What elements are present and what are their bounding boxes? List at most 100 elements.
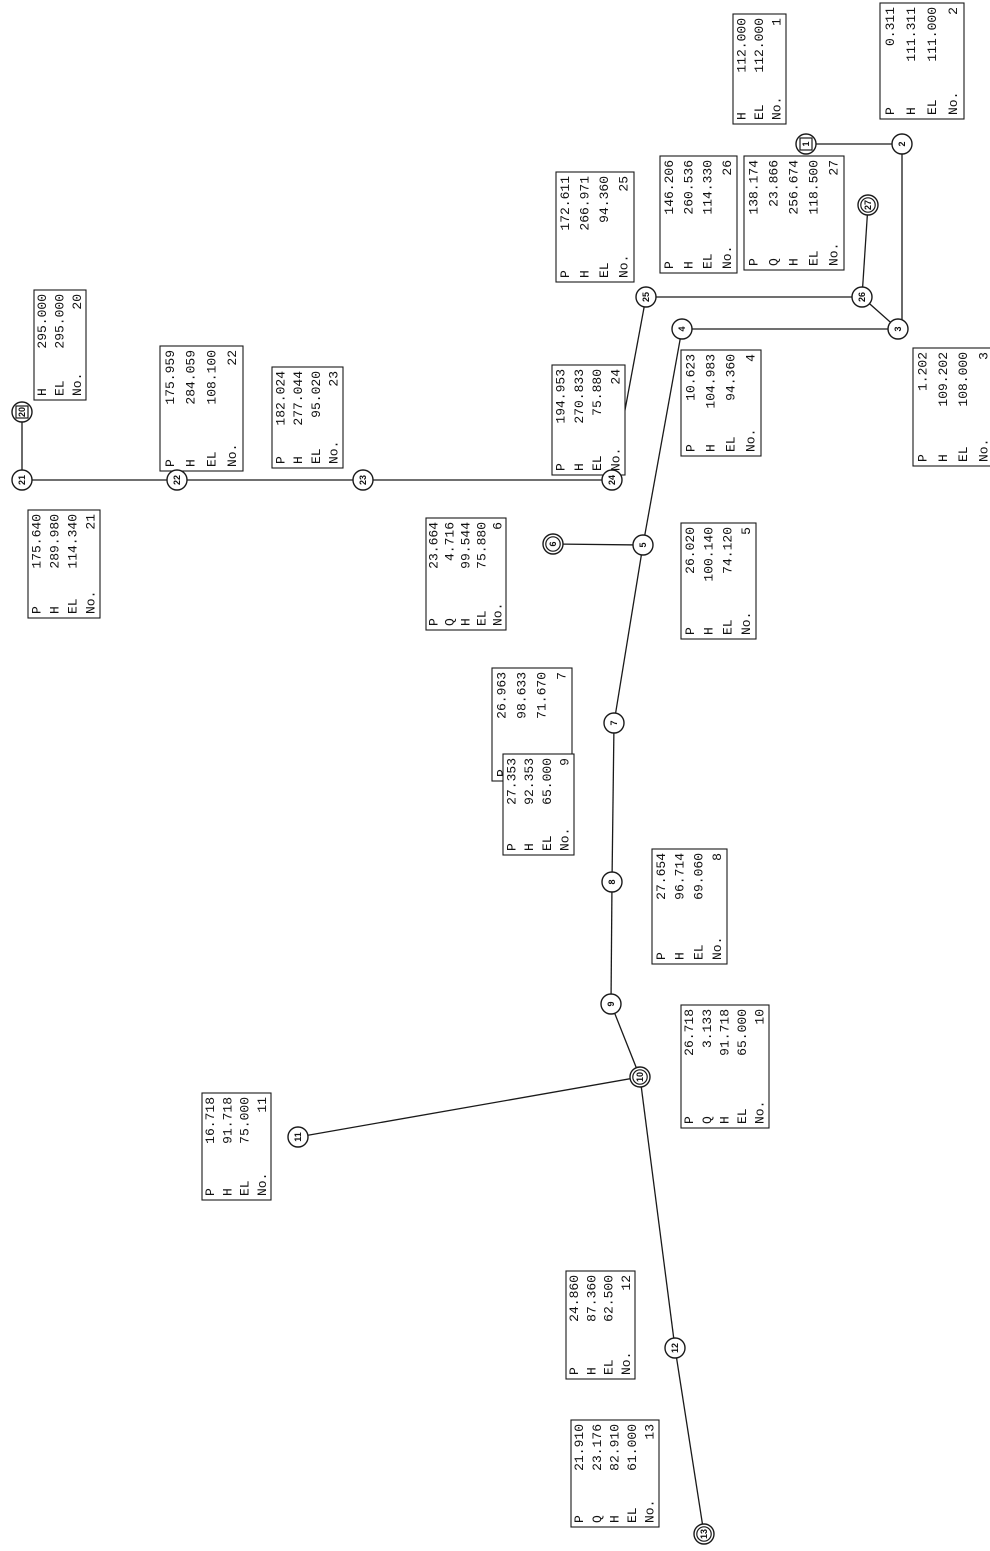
node-11: 11 — [287, 1126, 309, 1148]
info-box-frame — [651, 848, 728, 965]
info-value: 118.500 — [806, 160, 821, 215]
info-value: 26.718 — [682, 1009, 697, 1056]
node-3: 3 — [887, 318, 909, 340]
info-value: 109.202 — [936, 352, 951, 407]
info-value: 146.206 — [662, 160, 677, 215]
node-circle — [632, 534, 654, 556]
info-key: H — [673, 952, 688, 960]
node-number: 26 — [857, 292, 867, 302]
info-value: 1 — [770, 18, 785, 26]
info-key: H — [572, 463, 587, 471]
info-box-frame — [680, 349, 762, 457]
info-value: 295.000 — [35, 294, 50, 349]
node-10: 10 — [629, 1066, 651, 1088]
info-value: 75.880 — [590, 369, 605, 416]
info-value: 21 — [83, 514, 98, 530]
node-number: 24 — [607, 475, 617, 485]
info-value: 27.353 — [504, 758, 519, 805]
node-22: 22 — [166, 469, 188, 491]
info-value: 23.866 — [766, 160, 781, 207]
info-value: 61.000 — [625, 1424, 640, 1471]
info-box-frame — [425, 517, 507, 631]
node-4: 4 — [671, 318, 693, 340]
reservoir-square — [799, 137, 813, 151]
info-value: 3.133 — [700, 1009, 715, 1048]
info-key: No. — [946, 92, 961, 115]
info-key: No. — [558, 828, 573, 851]
node-circle — [166, 469, 188, 491]
info-key: No. — [753, 1101, 768, 1124]
info-key: No. — [710, 937, 725, 960]
info-value: 94.360 — [723, 354, 738, 401]
info-value: 1.202 — [916, 352, 931, 391]
node-inner-ring — [632, 1069, 648, 1085]
node-number: 6 — [548, 541, 558, 546]
node-7: 7 — [603, 712, 625, 734]
info-key: No. — [976, 439, 990, 462]
info-key: H — [702, 627, 717, 635]
info-value: 11 — [255, 1097, 270, 1113]
info-key: EL — [752, 104, 767, 120]
pipe-10-11 — [297, 1076, 641, 1138]
info-value: 175.640 — [29, 514, 44, 569]
node-23: 23 — [352, 469, 374, 491]
info-key: Q — [766, 258, 781, 266]
info-value: 295.000 — [52, 294, 67, 349]
info-key: No. — [327, 441, 342, 464]
info-value: 13 — [643, 1424, 658, 1440]
node-inner-ring — [860, 197, 876, 213]
info-key: No. — [225, 444, 240, 467]
node-circle — [635, 286, 657, 308]
info-value: 104.983 — [703, 354, 718, 409]
node-number: 5 — [638, 542, 648, 547]
info-value: 289.980 — [47, 514, 62, 569]
info-key: No. — [619, 1352, 634, 1375]
pipe-7-8 — [611, 722, 615, 883]
info-box-frame — [743, 155, 845, 271]
info-value: 27 — [826, 160, 841, 176]
info-value: 182.024 — [273, 371, 288, 426]
info-key: P — [572, 1515, 587, 1523]
info-box-frame — [565, 1270, 636, 1380]
info-value: 256.674 — [786, 160, 801, 215]
info-key: No. — [743, 429, 758, 452]
info-key: P — [682, 1116, 697, 1124]
node-13: 13 — [693, 1523, 715, 1545]
info-key: EL — [925, 99, 940, 115]
node-8: 8 — [601, 871, 623, 893]
info-value: 75.880 — [474, 522, 489, 569]
node-circle — [671, 318, 693, 340]
info-value: 23 — [327, 371, 342, 387]
info-box-frame — [732, 13, 787, 125]
info-value: 24 — [608, 369, 623, 385]
node-24: 24 — [601, 469, 623, 491]
node-circle — [287, 1126, 309, 1148]
info-box-frame — [201, 1092, 272, 1201]
info-value: 92.353 — [522, 758, 537, 805]
pipe-5-6 — [552, 543, 644, 546]
info-key: P — [883, 107, 898, 115]
info-key: EL — [602, 1359, 617, 1375]
info-box-frame — [555, 171, 635, 283]
info-key: EL — [956, 446, 971, 462]
info-key: H — [904, 107, 919, 115]
info-value: 24.860 — [567, 1275, 582, 1322]
node-number: 8 — [607, 879, 617, 884]
pipe-5-7 — [613, 544, 644, 724]
info-value: 22 — [225, 350, 240, 366]
node-circle — [664, 1337, 686, 1359]
node-circle — [11, 401, 33, 423]
info-key: No. — [490, 603, 505, 626]
info-box-frame — [551, 364, 626, 476]
node-circle — [601, 469, 623, 491]
